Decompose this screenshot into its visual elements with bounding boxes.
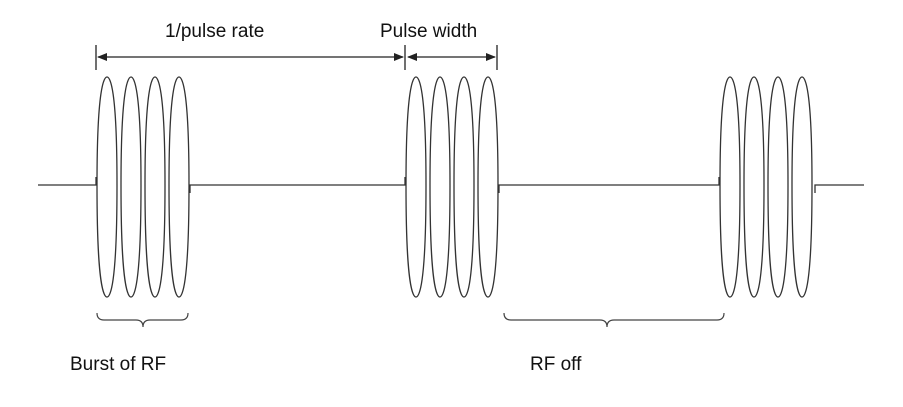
pulse-rate-label: 1/pulse rate <box>165 21 264 42</box>
rf-burst-1 <box>96 76 190 298</box>
rf-burst-3 <box>719 76 813 298</box>
rf-cycle <box>767 76 789 298</box>
rf-cycle <box>168 76 190 298</box>
rf-cycle <box>477 76 499 298</box>
rf-burst-2 <box>405 76 499 298</box>
rf-cycle <box>429 76 451 298</box>
rf-off-brace <box>503 312 725 328</box>
burst-of-rf-label: Burst of RF <box>70 354 166 375</box>
rf-cycle <box>405 76 427 298</box>
rf-cycle <box>791 76 813 298</box>
rf-cycle <box>453 76 475 298</box>
rf-cycle <box>144 76 166 298</box>
baseline-signal <box>38 177 864 193</box>
pulse-width-label: Pulse width <box>380 21 477 42</box>
rf-cycle <box>719 76 741 298</box>
rf-cycle <box>743 76 765 298</box>
burst-brace <box>96 312 189 328</box>
pulse-rate-dimension <box>95 45 406 70</box>
pulse-width-dimension <box>407 45 498 70</box>
rf-cycle <box>120 76 142 298</box>
rf-waveform <box>38 76 864 298</box>
rf-off-label: RF off <box>530 354 582 375</box>
rf-cycle <box>96 76 118 298</box>
